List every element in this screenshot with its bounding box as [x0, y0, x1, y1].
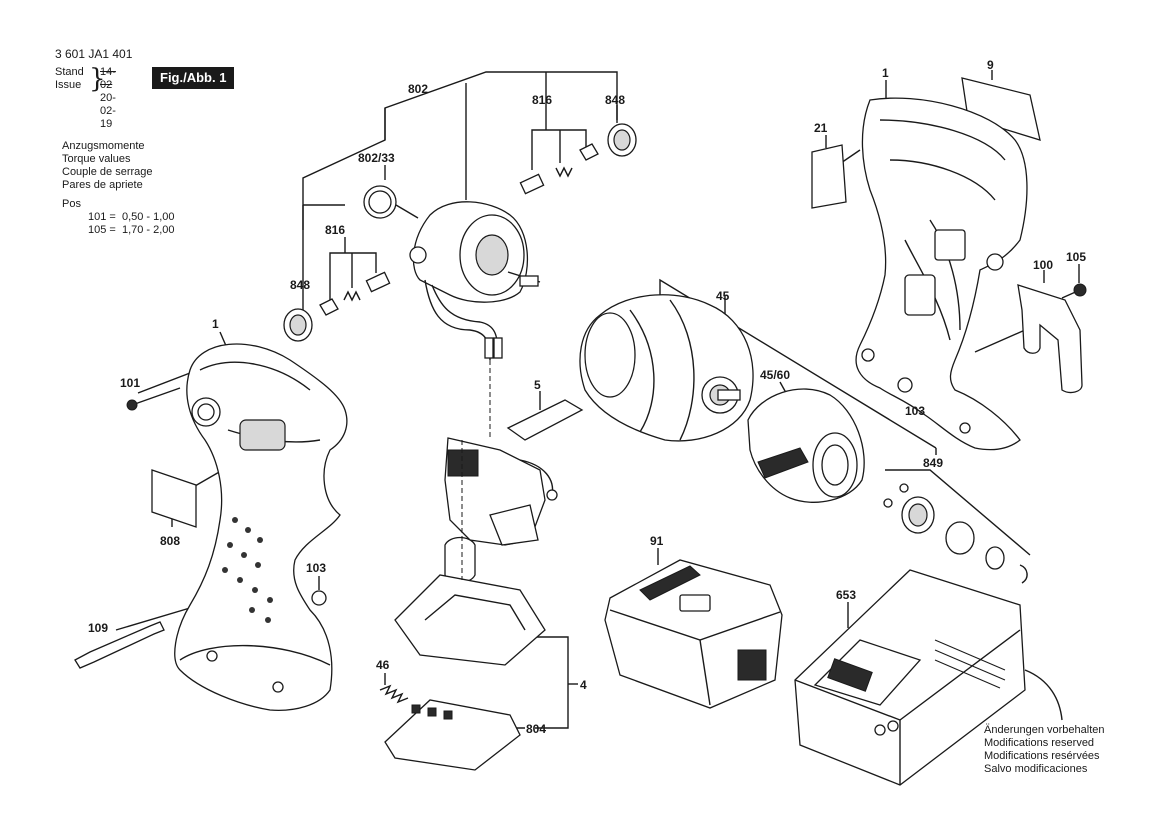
- housing-left: [174, 343, 348, 711]
- parts-artwork: [74, 77, 1087, 786]
- part-number: 46: [376, 658, 390, 672]
- part-number: 802: [408, 82, 428, 96]
- battery-91: [604, 559, 783, 709]
- modifications-fr: Modifications resérvées: [984, 750, 1100, 762]
- figure-label: Fig./Abb. 1: [152, 67, 235, 89]
- part-number: 5: [534, 378, 541, 392]
- brush-set-upper: [519, 143, 599, 195]
- torque-values-block: Anzugsmomente Torque values Couple de se…: [62, 140, 175, 237]
- hammer-housing-45: [579, 294, 754, 442]
- part-number-labels: 802 816 848 802/33 816 848 1 101 808 103…: [88, 58, 1086, 736]
- screw-101: [126, 387, 181, 411]
- part-number: 848: [290, 278, 310, 292]
- part-number: 103: [306, 561, 326, 575]
- spring-46: [379, 684, 409, 704]
- part-number: 1: [882, 66, 889, 80]
- modifications-de: Änderungen vorbehalten: [984, 724, 1105, 736]
- part-number: 4: [580, 678, 587, 692]
- housing-right: [855, 97, 1028, 451]
- part-number: 802/33: [358, 151, 395, 165]
- nut-103-left: [311, 590, 327, 606]
- torque-range: 1,70 - 2,00: [121, 224, 175, 236]
- part-number: 653: [836, 588, 856, 602]
- part-number: 848: [605, 93, 625, 107]
- modifications-block: Änderungen vorbehalten Modifications res…: [984, 724, 1104, 776]
- torque-line-fr: Couple de serrage: [62, 166, 153, 178]
- part-number: 100: [1033, 258, 1053, 272]
- part-number: 816: [325, 223, 345, 237]
- part-number: 105: [1066, 250, 1086, 264]
- part-number: 9: [987, 58, 994, 72]
- torque-line-de: Anzugsmomente: [62, 140, 145, 152]
- charger-653: [794, 569, 1063, 786]
- contact-plate-804: [384, 699, 521, 771]
- stand-date: 14-02: [100, 66, 116, 91]
- issue-label: Issue: [55, 79, 82, 91]
- torque-row: 101 = 0,50 - 1,00: [88, 211, 175, 223]
- switch-cover-5: [506, 399, 584, 441]
- coil: [444, 536, 476, 584]
- brace-glyph: }: [89, 64, 106, 94]
- part-number: 849: [923, 456, 943, 470]
- part-number: 45: [716, 289, 730, 303]
- nut-103-right: [897, 377, 913, 393]
- cap-848-upper: [607, 123, 637, 157]
- cover-45-60: [747, 388, 865, 503]
- part-number: 91: [650, 534, 664, 548]
- torque-pos: 101: [88, 211, 107, 223]
- part-number: 21: [814, 121, 828, 135]
- label-sheet-808: [151, 469, 197, 528]
- part-number: 45/60: [760, 368, 790, 382]
- motor-assembly: [409, 201, 541, 361]
- issue-date: 20-02-19: [100, 92, 116, 130]
- base-plate: [394, 360, 546, 666]
- label-sheet: [961, 77, 1041, 141]
- stand-label: Stand: [55, 66, 84, 78]
- part-number: 109: [88, 621, 108, 635]
- modifications-es: Salvo modificaciones: [984, 763, 1088, 775]
- stand-issue-block: Stand Issue } 14-02 20-02-19: [55, 66, 116, 130]
- part-number: 1: [212, 317, 219, 331]
- dates: 14-02 20-02-19: [100, 66, 116, 131]
- part-number: 804: [526, 722, 546, 736]
- label-sheet-small: [811, 144, 847, 209]
- torque-pos: 105: [88, 224, 107, 236]
- torque-range: 0,50 - 1,00: [121, 211, 175, 223]
- document-number: 3 601 JA1 401: [55, 47, 133, 61]
- torque-line-en: Torque values: [62, 153, 131, 165]
- screw-105: [1061, 283, 1087, 299]
- modifications-en: Modifications reserved: [984, 737, 1095, 749]
- parts-849: [883, 483, 1028, 584]
- bit-109: [74, 621, 165, 669]
- cap-848-lower: [283, 308, 313, 342]
- part-number: 103: [905, 404, 925, 418]
- part-number: 816: [532, 93, 552, 107]
- part-number: 101: [120, 376, 140, 390]
- torque-row: 105 = 1,70 - 2,00: [88, 224, 175, 236]
- brush-set-lower: [319, 271, 391, 316]
- pos-label: Pos: [62, 198, 81, 210]
- torque-line-es: Pares de apriete: [62, 179, 143, 191]
- switch-module: [444, 437, 558, 546]
- part-number: 808: [160, 534, 180, 548]
- belt-clip: [1017, 284, 1083, 394]
